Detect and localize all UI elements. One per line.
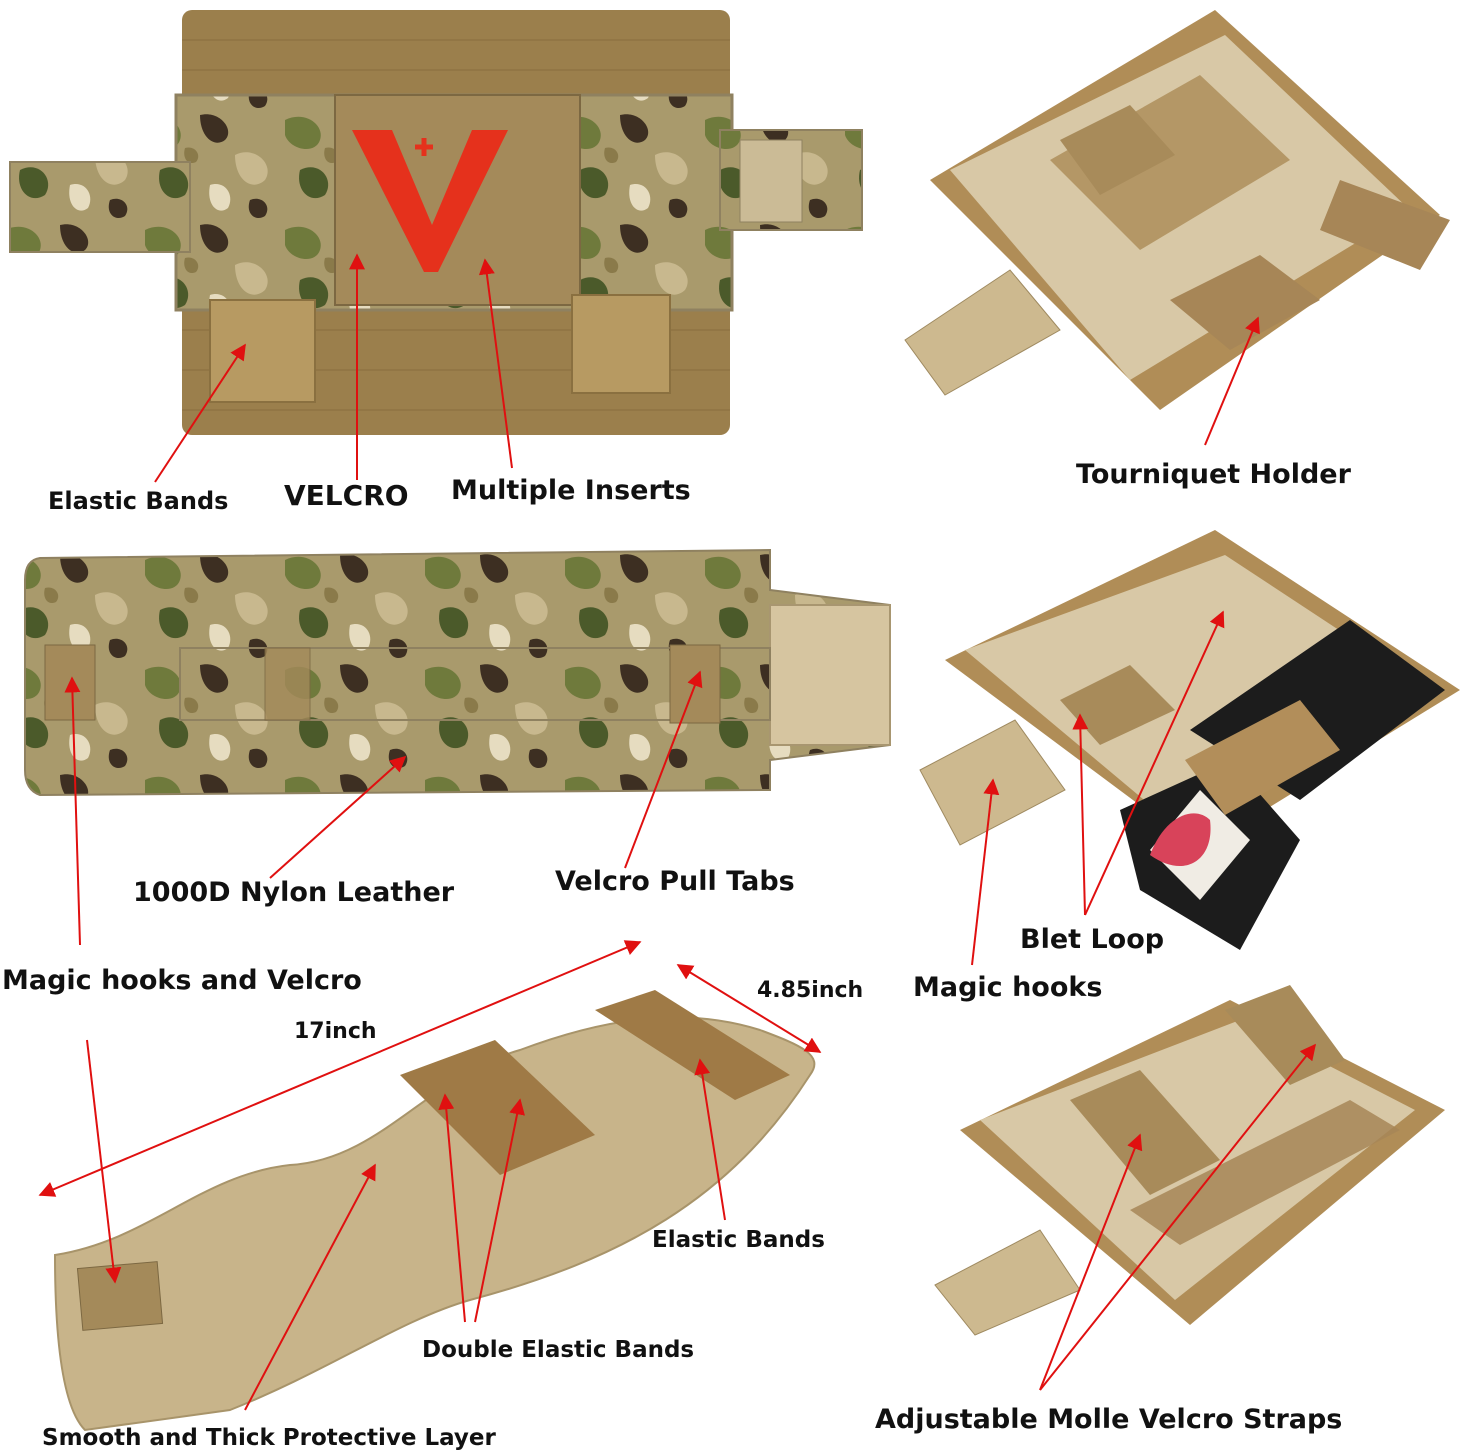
camo-panel xyxy=(24,548,891,797)
tan-panel xyxy=(53,990,816,1432)
label-485inch: 4.85inch xyxy=(757,978,864,1003)
label-multiple-inserts: Multiple Inserts xyxy=(451,475,691,506)
top-left-holder xyxy=(9,10,863,435)
label-tourniquet-holder: Tourniquet Holder xyxy=(1076,459,1351,490)
label-magic-hooks: Magic hooks xyxy=(913,972,1103,1003)
label-elastic-bands-bottom: Elastic Bands xyxy=(652,1227,825,1253)
middle-right-holder xyxy=(919,530,1460,950)
label-protective-layer: Smooth and Thick Protective Layer xyxy=(42,1425,496,1451)
label-nylon-leather: 1000D Nylon Leather xyxy=(133,877,455,908)
label-velcro-pull-tabs: Velcro Pull Tabs xyxy=(555,866,795,897)
label-molle-straps: Adjustable Molle Velcro Straps xyxy=(875,1404,1343,1435)
leader-arrows xyxy=(38,253,1316,1411)
label-blet-loop: Blet Loop xyxy=(1020,924,1165,955)
top-right-holder xyxy=(904,10,1450,410)
label-velcro: VELCRO xyxy=(284,479,409,512)
label-double-elastic-bands: Double Elastic Bands xyxy=(422,1337,695,1363)
label-17inch: 17inch xyxy=(294,1019,377,1044)
bottom-right-holder xyxy=(934,985,1445,1336)
label-elastic-bands-top: Elastic Bands xyxy=(48,487,229,515)
label-magic-hooks-velcro: Magic hooks and Velcro xyxy=(2,965,362,996)
